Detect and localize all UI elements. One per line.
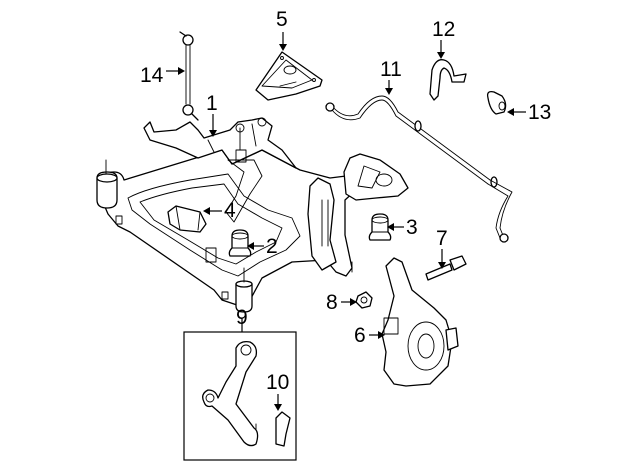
callout-label-1: 1 (206, 92, 218, 115)
ball-joint-boot-part (275, 411, 291, 447)
shield-part[interactable] (255, 51, 323, 101)
bolt-part[interactable] (425, 255, 467, 281)
callout-label-6: 6 (354, 324, 366, 347)
bar-clamp-part[interactable] (429, 59, 467, 101)
callout-label-5: 5 (276, 8, 288, 31)
front-bushing-part[interactable] (228, 229, 252, 257)
callout-label-14: 14 (140, 64, 164, 87)
callout-label-3: 3 (406, 216, 418, 239)
stabilizer-link-part[interactable] (179, 31, 199, 121)
callout-label-4: 4 (224, 199, 236, 222)
steering-knuckle-part[interactable] (381, 257, 459, 387)
callouts: 1 14 5 11 12 13 4 2 3 (140, 8, 551, 411)
control-arm-inset-box (183, 331, 297, 461)
crossmember-part[interactable] (96, 117, 409, 313)
bar-bushing-part[interactable] (486, 90, 507, 115)
nut-part[interactable] (355, 291, 373, 309)
stabilizer-bar-part[interactable] (325, 95, 513, 243)
callout-label-2: 2 (266, 235, 278, 258)
rear-bushing-part[interactable] (368, 213, 392, 241)
callout-label-7: 7 (436, 227, 448, 250)
callout-label-11: 11 (380, 58, 402, 81)
callout-label-13: 13 (528, 101, 551, 124)
callout-label-10: 10 (266, 371, 289, 394)
bracket-part[interactable] (167, 205, 207, 233)
callout-label-12: 12 (432, 18, 455, 41)
callout-label-8: 8 (326, 291, 338, 314)
lower-control-arm-group[interactable] (183, 318, 297, 461)
callout-label-9: 9 (236, 306, 248, 329)
